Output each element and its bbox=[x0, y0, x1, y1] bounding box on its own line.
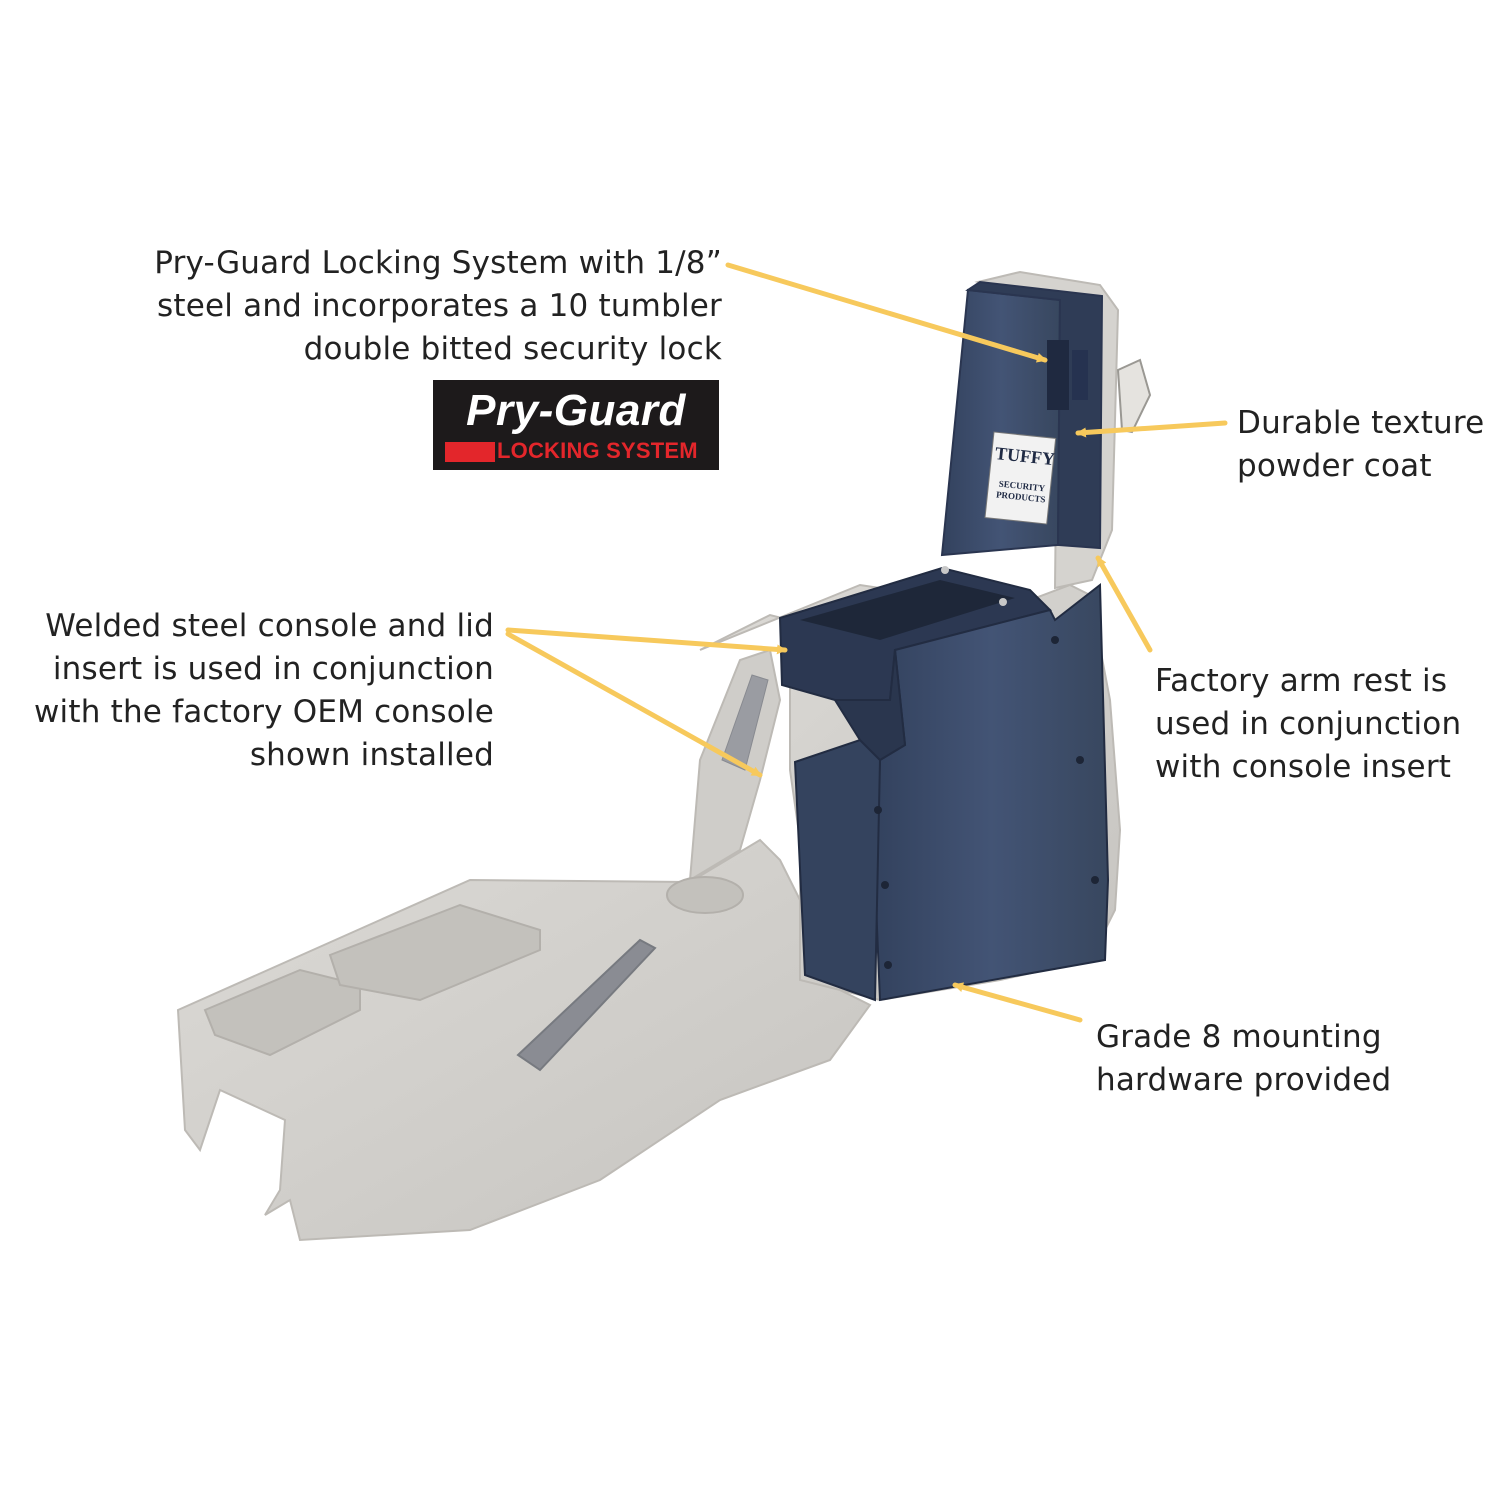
callout-line: shown installed bbox=[249, 737, 494, 773]
arrow-armrest bbox=[1095, 555, 1153, 653]
callout-line: Factory arm rest is bbox=[1155, 663, 1448, 699]
logo-title: Pry-Guard bbox=[466, 386, 686, 435]
callout-line: Durable texture bbox=[1237, 405, 1485, 441]
arrow-powder bbox=[1075, 420, 1228, 438]
tuffy-badge-text: TUFFY SECURITY PRODUCTS bbox=[989, 436, 1057, 506]
callout-grade8-hardware: Grade 8 mounting hardware provided bbox=[1096, 1016, 1391, 1102]
callout-line: hardware provided bbox=[1096, 1062, 1392, 1098]
callout-line: powder coat bbox=[1237, 448, 1432, 484]
callout-arrows bbox=[505, 262, 1228, 1023]
callout-line: double bitted security lock bbox=[303, 331, 722, 367]
callout-line: Welded steel console and lid bbox=[45, 608, 494, 644]
tuffy-badge bbox=[984, 431, 1057, 525]
callout-powder-coat: Durable texture powder coat bbox=[1237, 402, 1484, 488]
steel-console-insert bbox=[778, 280, 1110, 1002]
logo-accent-bar bbox=[445, 442, 495, 462]
callout-pryguard-lock: Pry-Guard Locking System with 1/8” steel… bbox=[100, 242, 722, 371]
callout-line: steel and incorporates a 10 tumbler bbox=[157, 288, 722, 324]
callout-line: with console insert bbox=[1155, 749, 1452, 785]
callout-line: used in conjunction bbox=[1155, 706, 1462, 742]
callout-welded-steel: Welded steel console and lid insert is u… bbox=[10, 605, 494, 777]
callout-line: insert is used in conjunction bbox=[52, 651, 494, 687]
arrow-grade8 bbox=[952, 982, 1083, 1023]
tuffy-brand: TUFFY bbox=[994, 443, 1056, 470]
callout-line: Pry-Guard Locking System with 1/8” bbox=[154, 245, 722, 281]
pry-guard-logo: Pry-Guard LOCKING SYSTEM bbox=[433, 380, 719, 470]
arrow-pryguard bbox=[725, 262, 1048, 363]
callout-line: Grade 8 mounting bbox=[1096, 1019, 1382, 1055]
callout-arm-rest: Factory arm rest is used in conjunction … bbox=[1155, 660, 1461, 789]
arrow-welded-lower bbox=[505, 631, 763, 778]
logo-subtitle: LOCKING SYSTEM bbox=[497, 438, 698, 463]
callout-line: with the factory OEM console bbox=[33, 694, 494, 730]
arrow-welded-upper bbox=[505, 627, 788, 655]
